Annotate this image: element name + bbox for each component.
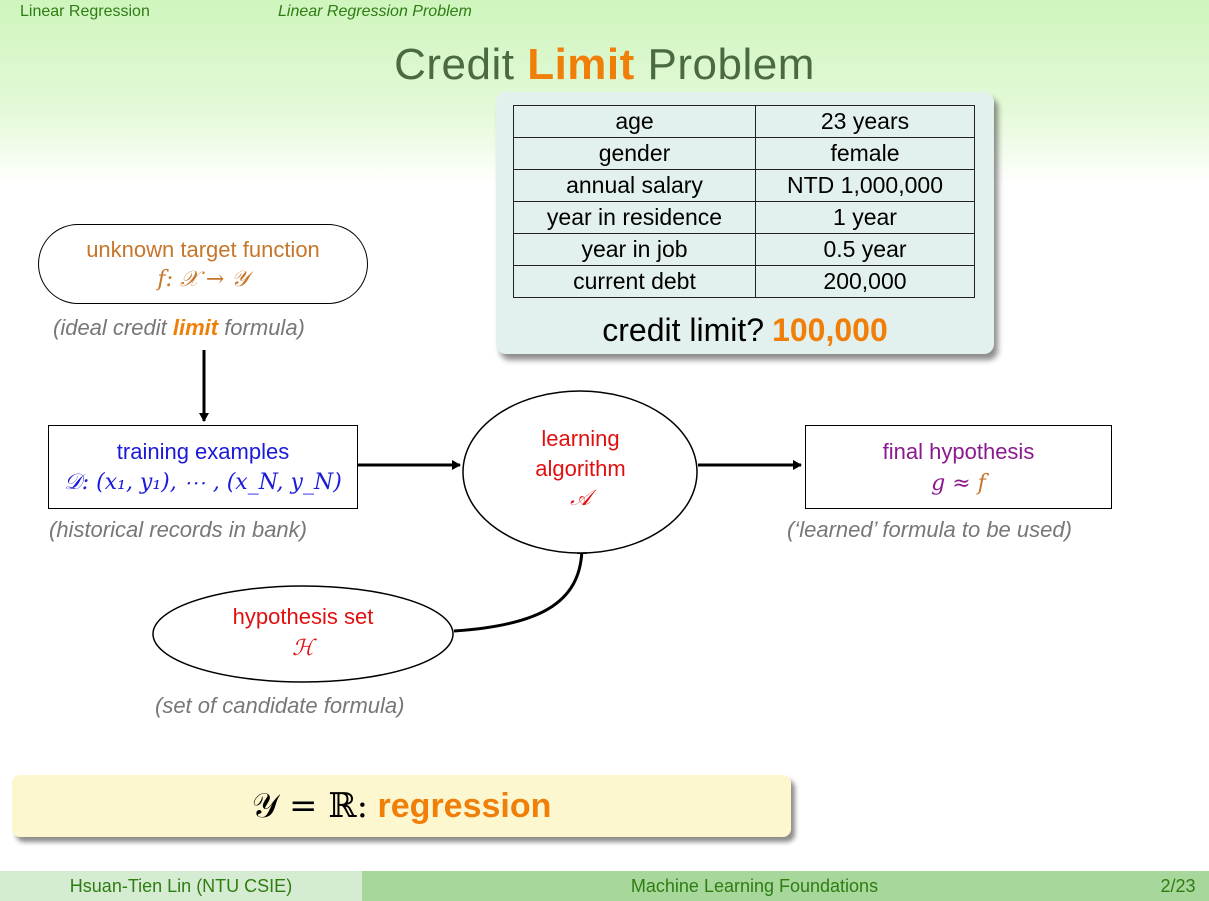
summary-math: 𝒴 = ℝ: bbox=[251, 786, 369, 826]
target-label: unknown target function bbox=[86, 237, 320, 262]
hypothesis-label: hypothesis set bbox=[232, 604, 374, 629]
question-answer: 100,000 bbox=[772, 312, 888, 348]
training-label: training examples bbox=[116, 439, 290, 464]
summary-term: regression bbox=[377, 787, 552, 825]
title-pre: Credit bbox=[394, 40, 528, 89]
row-value: NTD 1,000,000 bbox=[755, 169, 975, 202]
title-post: Problem bbox=[634, 40, 815, 89]
final-approx: ≈ bbox=[945, 471, 978, 496]
final-label: final hypothesis bbox=[882, 439, 1035, 464]
target-math: f: 𝒳 → 𝒴 bbox=[157, 267, 249, 292]
final-f: f bbox=[977, 471, 986, 496]
hypothesis-ellipse bbox=[152, 585, 454, 683]
hypothesis-caption: (set of candidate formula) bbox=[155, 693, 405, 718]
target-caption: (ideal credit limit formula) bbox=[53, 315, 305, 341]
header-section[interactable]: Linear Regression bbox=[20, 3, 150, 20]
training-examples-node: training examples 𝒟: (x₁, y₁), ⋯ , (x_N,… bbox=[48, 425, 358, 509]
target-function-node: unknown target function f: 𝒳 → 𝒴 bbox=[38, 224, 368, 304]
regression-summary-box: 𝒴 = ℝ: regression bbox=[12, 775, 791, 837]
row-key: current debt bbox=[513, 265, 756, 298]
row-value: 1 year bbox=[755, 201, 975, 234]
slide-title: Credit Limit Problem bbox=[0, 40, 1209, 90]
algorithm-line1: learning bbox=[541, 426, 620, 451]
learning-algorithm-node: learning algorithm 𝒜 bbox=[463, 390, 698, 554]
caption-text: (ideal credit bbox=[53, 315, 173, 340]
arrow-hypothesis-to-algorithm bbox=[453, 545, 587, 633]
row-value: female bbox=[755, 137, 975, 170]
final-math: g ≈ f bbox=[806, 467, 1111, 499]
algorithm-ellipse bbox=[462, 390, 698, 554]
final-g: g bbox=[931, 471, 946, 496]
credit-limit-question: credit limit?100,000 bbox=[496, 312, 994, 349]
row-value: 0.5 year bbox=[755, 233, 975, 266]
training-caption: (historical records in bank) bbox=[49, 517, 307, 542]
title-highlight: Limit bbox=[527, 40, 635, 89]
row-key: annual salary bbox=[513, 169, 756, 202]
hypothesis-symbol: ℋ bbox=[292, 636, 314, 661]
algorithm-symbol: 𝒜 bbox=[570, 486, 591, 511]
row-value: 23 years bbox=[755, 105, 975, 138]
training-math: 𝒟: (x₁, y₁), ⋯ , (x_N, y_N) bbox=[64, 470, 342, 495]
row-key: gender bbox=[513, 137, 756, 170]
row-key: age bbox=[513, 105, 756, 138]
final-hypothesis-node: final hypothesis g ≈ f bbox=[805, 425, 1112, 509]
question-text: credit limit? bbox=[602, 312, 765, 348]
caption-highlight: limit bbox=[172, 315, 219, 340]
header-subsection[interactable]: Linear Regression Problem bbox=[278, 3, 472, 20]
footer-course: Machine Learning Foundations bbox=[362, 871, 1147, 901]
hypothesis-set-node: hypothesis set ℋ bbox=[152, 585, 454, 685]
regression-summary: 𝒴 = ℝ: regression bbox=[12, 786, 791, 826]
footer-author: Hsuan-Tien Lin (NTU CSIE) bbox=[0, 871, 362, 901]
row-value: 200,000 bbox=[755, 265, 975, 298]
slide-footer: Hsuan-Tien Lin (NTU CSIE) Machine Learni… bbox=[0, 871, 1209, 901]
final-caption: (‘learned’ formula to be used) bbox=[787, 517, 1072, 542]
footer-page-number: 2/23 bbox=[1147, 871, 1209, 901]
caption-text: formula) bbox=[218, 315, 305, 340]
algorithm-line2: algorithm bbox=[535, 456, 626, 481]
